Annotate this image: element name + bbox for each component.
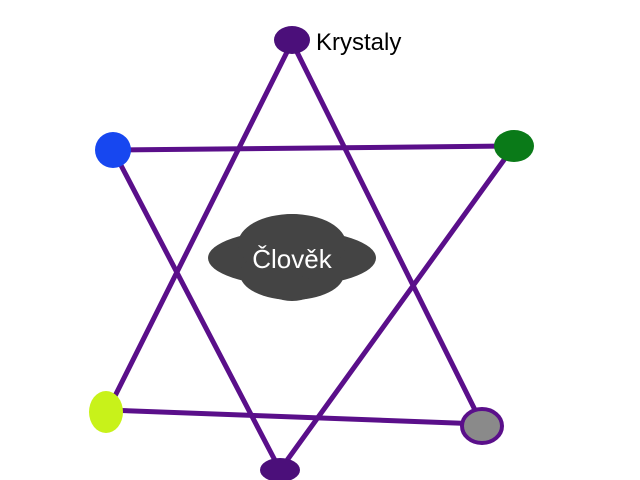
- edge-top-to-bottom-left: [105, 39, 295, 413]
- node-bottom-left: [89, 391, 123, 433]
- node-bottom-right: [460, 407, 504, 445]
- cloud-shape: [208, 214, 376, 301]
- node-bottom: [260, 458, 300, 480]
- edge-right-to-bottom: [277, 143, 517, 473]
- edge-top-to-bottom-right: [289, 39, 485, 427]
- node-right: [494, 130, 534, 162]
- star-lines: [105, 39, 517, 473]
- edge-left-to-right: [110, 143, 517, 153]
- node-top: [274, 26, 310, 54]
- edge-bottom-left-to-bottom-right: [105, 407, 485, 427]
- label-top: Krystaly: [316, 29, 401, 56]
- label-center: Člověk: [252, 244, 332, 274]
- edge-left-to-bottom: [110, 147, 283, 473]
- node-left: [95, 132, 131, 168]
